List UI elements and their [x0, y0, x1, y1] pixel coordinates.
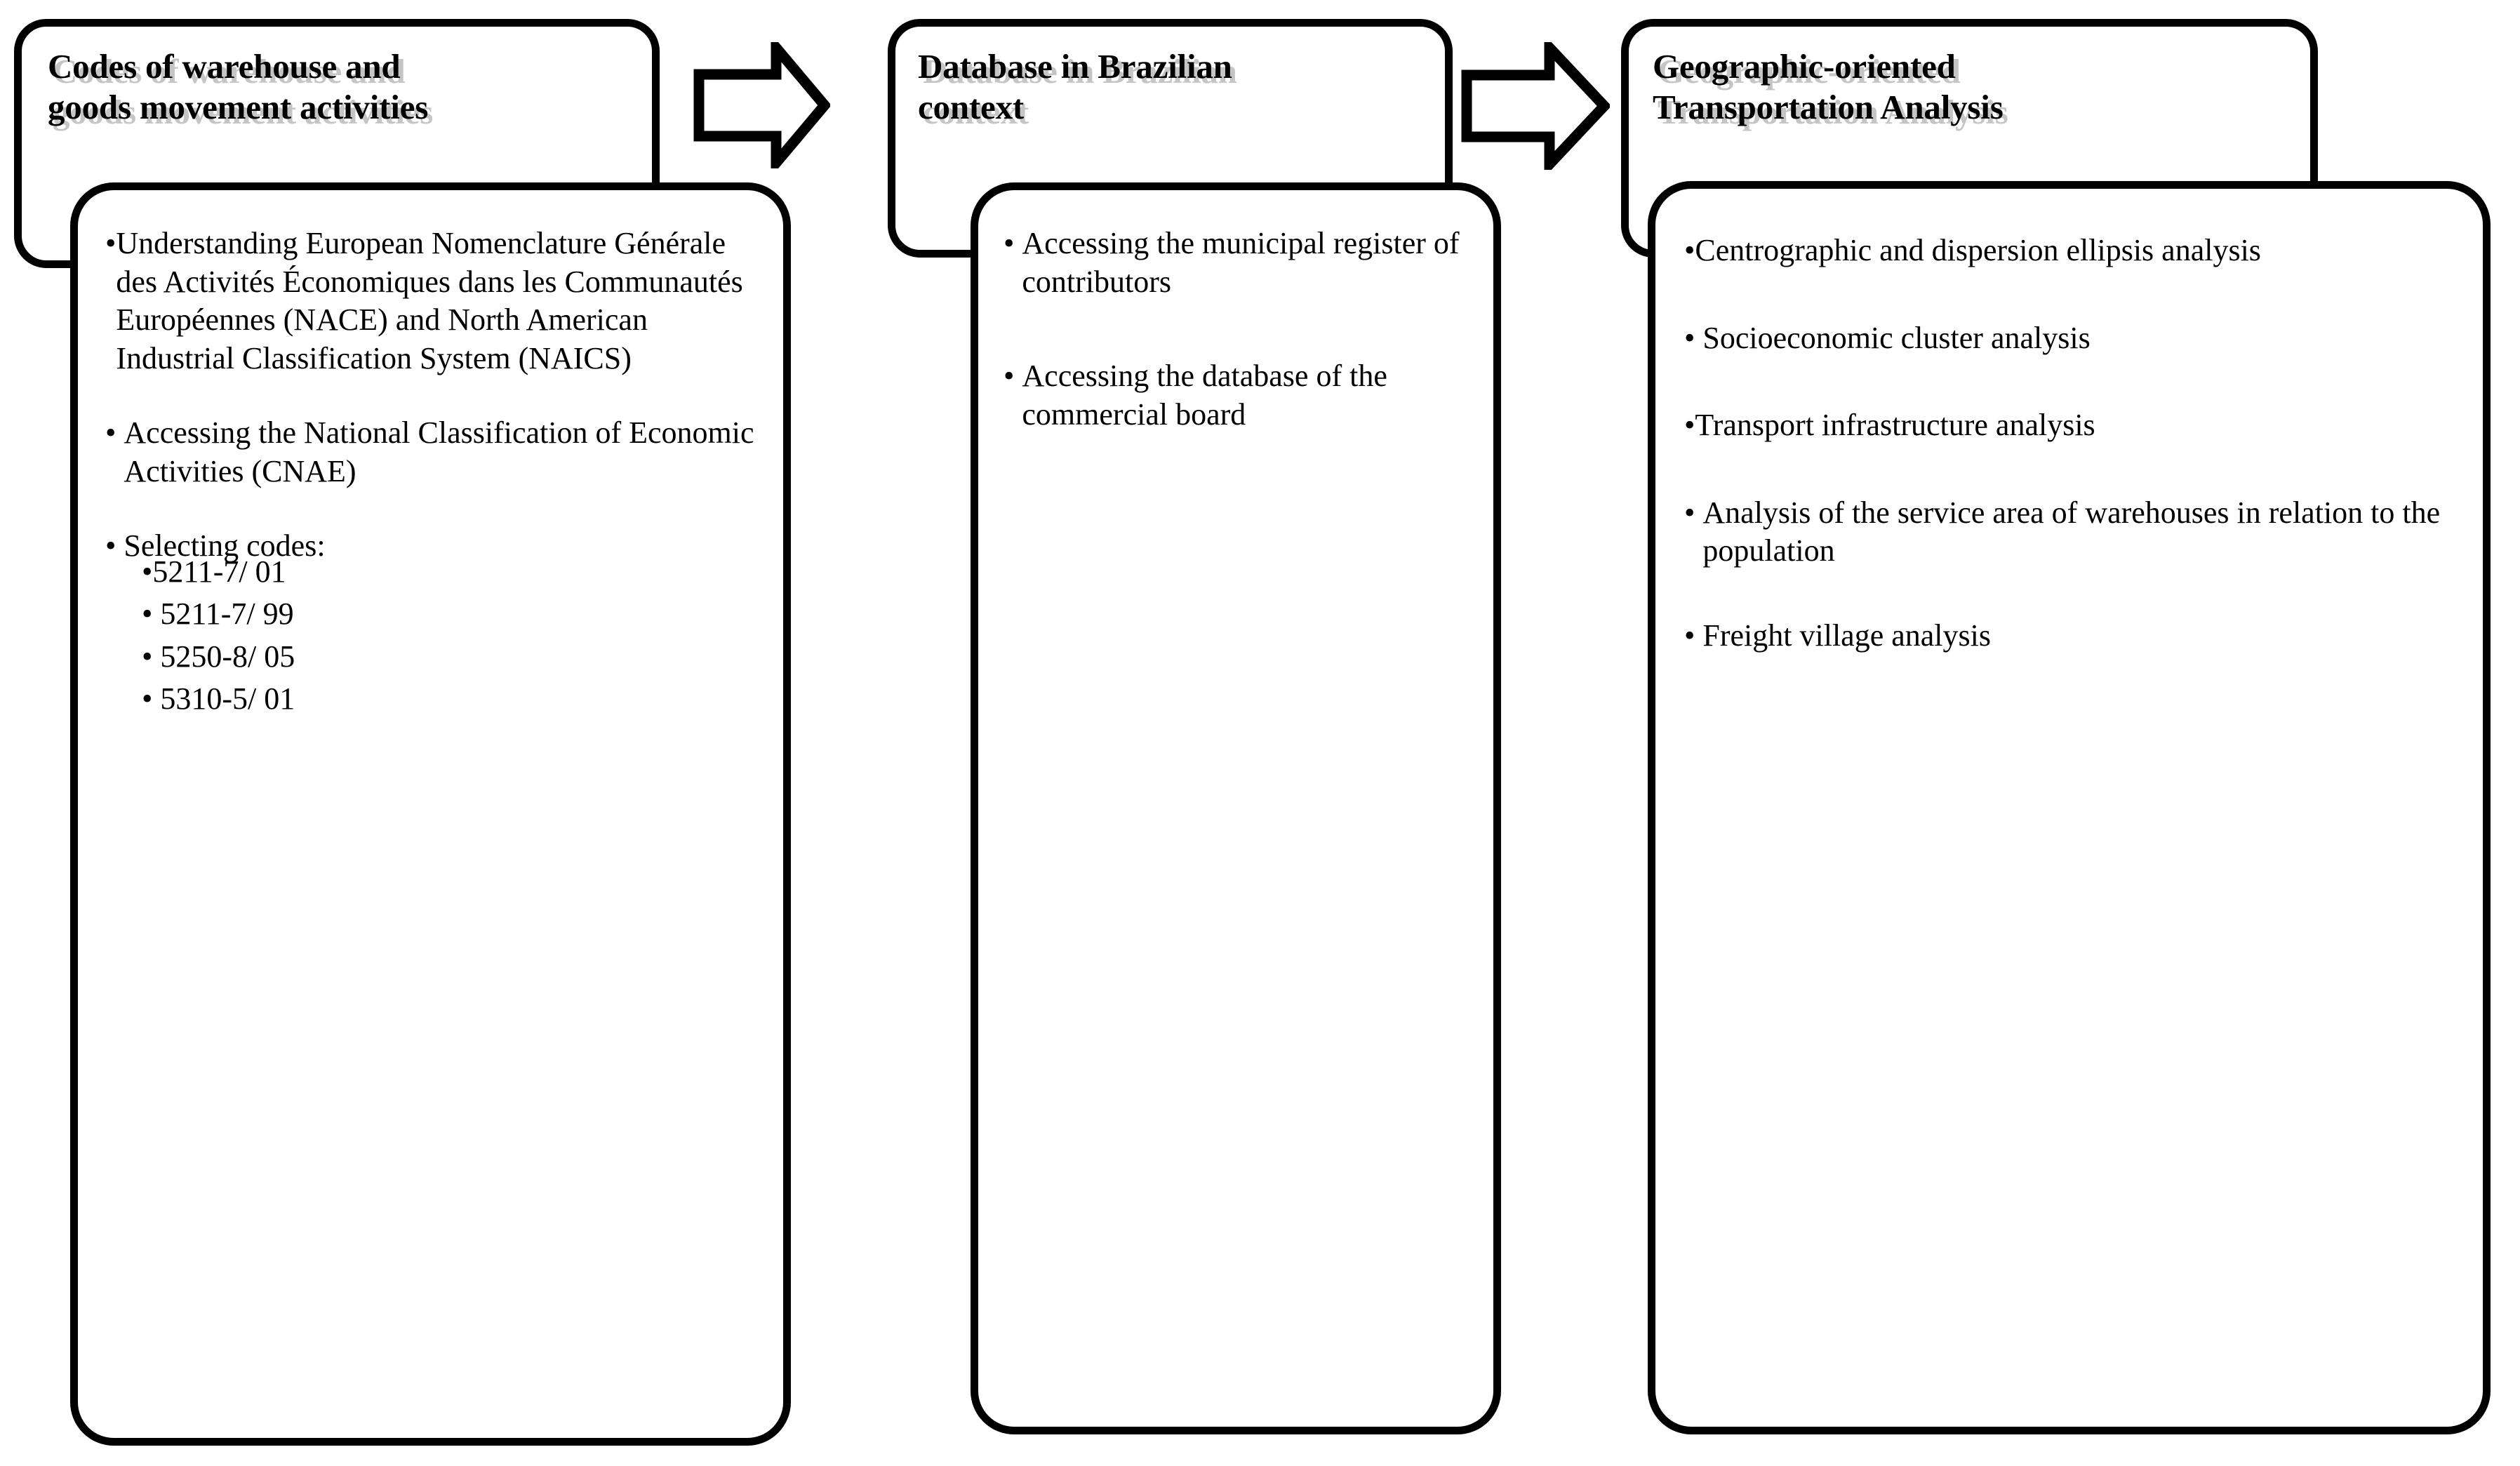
list-item-text: Accessing the National Classification of… [124, 415, 754, 488]
list-item: • Centrographic and dispersion ellipsis … [1684, 232, 2470, 270]
bullet-mark: • [1684, 408, 1695, 443]
list-item-text: Freight village analysis [1702, 618, 1991, 653]
bullet-mark: • [105, 528, 124, 564]
list-item-text: Socioeconomic cluster analysis [1702, 320, 2091, 355]
list-item: • Understanding European Nomenclature Gé… [105, 225, 758, 378]
arrow-right-icon-1 [693, 42, 830, 168]
body-box-analysis [1648, 181, 2491, 1434]
list-item-text: Understanding European Nomenclature Géné… [116, 226, 743, 375]
list-item-text: Accessing the database of the commercial… [1022, 359, 1387, 432]
list-item: • Selecting codes: [105, 527, 758, 566]
bullet-mark: • [142, 681, 161, 717]
bullet-mark: • [1004, 226, 1022, 260]
list-item-text: 5310-5/ 01 [160, 681, 295, 717]
bullet-mark: • [1004, 359, 1022, 394]
bullet-list-database: • Accessing the municipal register of co… [1004, 225, 1474, 463]
list-item: • Accessing the municipal register of co… [1004, 225, 1474, 301]
bullet-list-codes: • Understanding European Nomenclature Gé… [105, 225, 758, 723]
bullet-mark: • [1684, 618, 1703, 653]
list-item: • Socioeconomic cluster analysis [1684, 319, 2470, 358]
code-sub-list: • 5211-7/ 01 • 5211-7/ 99 • 5250-8/ 05 •… [142, 553, 758, 719]
list-item: • Freight village analysis [1684, 617, 2470, 655]
list-item: • Accessing the National Classification … [105, 414, 758, 491]
list-item-text: Accessing the municipal register of cont… [1022, 226, 1460, 299]
list-item-text: 5211-7/ 01 [152, 554, 286, 589]
list-item: • Accessing the database of the commerci… [1004, 357, 1474, 434]
bullet-mark: • [1684, 320, 1703, 355]
bullet-list-analysis: • Centrographic and dispersion ellipsis … [1684, 232, 2470, 684]
arrow-right-icon-2 [1461, 42, 1610, 170]
list-item: • Analysis of the service area of wareho… [1684, 494, 2470, 571]
bullet-mark: • [105, 415, 124, 451]
list-item-text: 5211-7/ 99 [160, 597, 294, 632]
list-item-text: Analysis of the service area of warehous… [1702, 495, 2441, 568]
header-title-analysis: Geographic-oriented Transportation Analy… [1653, 47, 2004, 126]
list-item: • 5211-7/ 01 [142, 553, 758, 592]
body-box-database [971, 182, 1501, 1434]
bullet-mark: • [142, 597, 161, 632]
header-title-database: Database in Brazilian context [918, 47, 1232, 126]
list-item-text: 5250-8/ 05 [160, 639, 295, 674]
body-box-codes [70, 182, 791, 1446]
list-item-text: Transport infrastructure analysis [1695, 408, 2095, 443]
bullet-mark: • [1684, 233, 1695, 267]
header-title-codes: Codes of warehouse and goods movement ac… [48, 47, 429, 126]
bullet-mark: • [142, 554, 153, 589]
bullet-mark: • [105, 226, 116, 260]
list-item: • 5211-7/ 99 [142, 595, 758, 634]
list-item-text: Centrographic and dispersion ellipsis an… [1695, 233, 2261, 267]
bullet-mark: • [142, 639, 161, 674]
list-item-text: Selecting codes: [124, 528, 326, 564]
list-item: • 5250-8/ 05 [142, 638, 758, 677]
list-item: • Transport infrastructure analysis [1684, 406, 2470, 445]
list-item: • 5310-5/ 01 [142, 680, 758, 719]
bullet-mark: • [1684, 495, 1703, 530]
